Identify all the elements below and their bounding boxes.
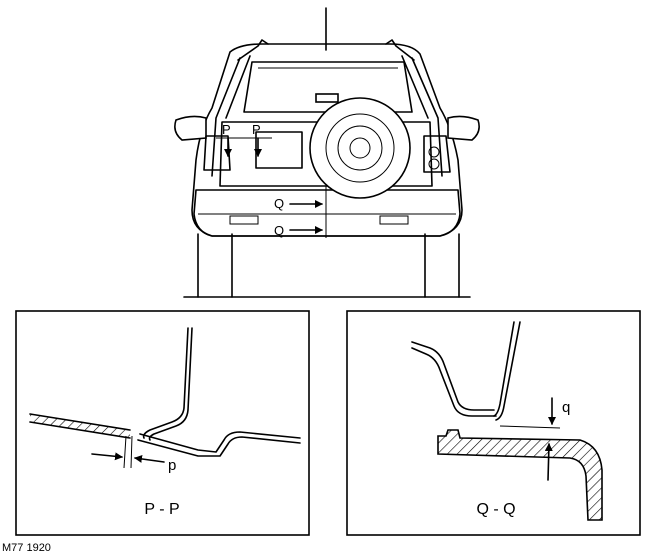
pp-dimension-label: p [168, 457, 176, 474]
right-mirror [447, 115, 480, 141]
q-lower-label: Q [274, 223, 284, 238]
spare-wheel [309, 97, 411, 199]
rear-bumper [193, 189, 461, 237]
p-right-label: P [252, 122, 261, 137]
detail-qq-frame [346, 310, 641, 536]
c-pillars [211, 57, 443, 177]
left-rear-lamp [203, 135, 231, 171]
roof-rails [237, 39, 415, 61]
left-reflector [229, 215, 259, 225]
figure-reference: M77 1920 [2, 542, 51, 554]
qq-tailgate-inner [411, 341, 495, 411]
q-upper-label: Q [274, 196, 284, 211]
right-rear-lamp [423, 135, 451, 173]
qq-dimension-label: q [562, 399, 570, 416]
left-tyre [197, 233, 233, 298]
pp-body-pressing [139, 431, 301, 453]
number-plate-recess [255, 131, 303, 169]
pp-gap-arrow-left [91, 452, 123, 461]
detail-pp-frame [15, 310, 310, 536]
vehicle-rear-view: P P Q Q [174, 7, 480, 298]
qq-title: Q - Q [476, 501, 515, 518]
right-tyre [424, 233, 460, 298]
p-left-label: P [222, 122, 231, 137]
right-reflector [379, 215, 409, 225]
rear-window [243, 61, 413, 113]
detail-panel-qq: q Q - Q [346, 310, 641, 536]
high-brake-light [315, 93, 339, 103]
pp-title: P - P [144, 501, 179, 518]
body-outline [191, 43, 463, 237]
qq-bumper-section [437, 429, 603, 521]
left-mirror [174, 115, 207, 141]
pp-tailgate-panel [142, 327, 189, 439]
pp-gap-arrow-right [134, 454, 165, 463]
detail-panel-pp: p P - P [15, 310, 310, 536]
qq-tailgate-outer [493, 321, 515, 417]
qq-gap-arrow-bottom [544, 443, 553, 481]
